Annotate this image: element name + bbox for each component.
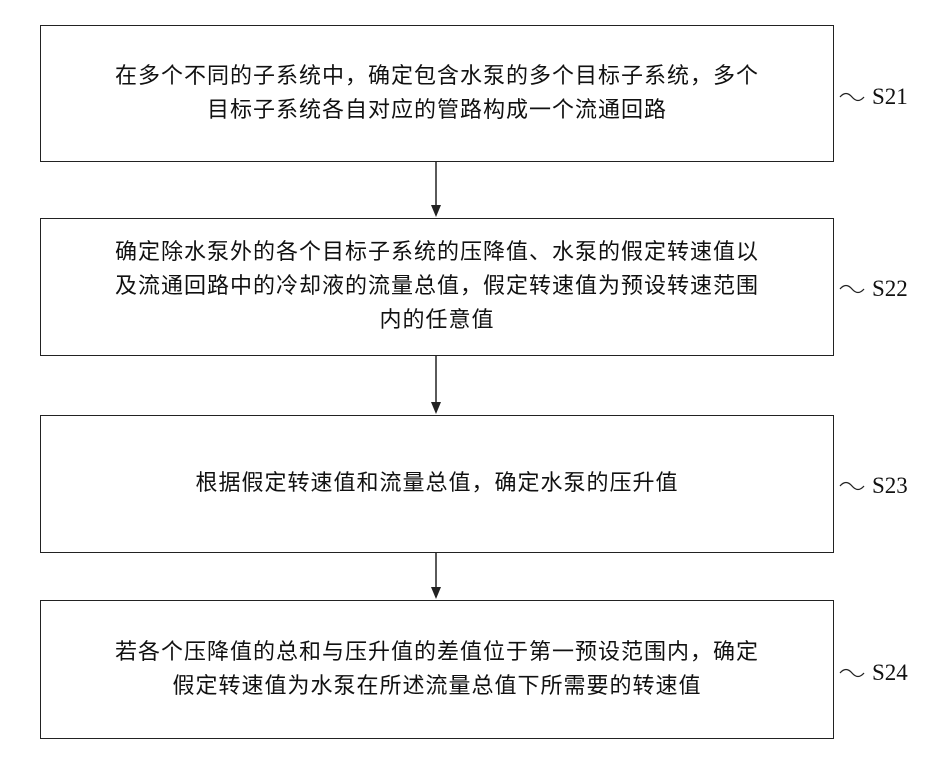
leader-tilde-s22 xyxy=(840,286,864,293)
step-label-s23: S23 xyxy=(872,473,908,499)
step-label-s22: S22 xyxy=(872,276,908,302)
arrowhead-s22-s23 xyxy=(431,402,441,414)
leader-tilde-s21 xyxy=(840,94,864,101)
leader-tilde-s23 xyxy=(840,483,864,490)
arrowhead-s23-s24 xyxy=(431,587,441,599)
leader-tilde-s24 xyxy=(840,670,864,677)
step-label-s24: S24 xyxy=(872,660,908,686)
step-label-s21: S21 xyxy=(872,84,908,110)
arrowhead-s21-s22 xyxy=(431,205,441,217)
